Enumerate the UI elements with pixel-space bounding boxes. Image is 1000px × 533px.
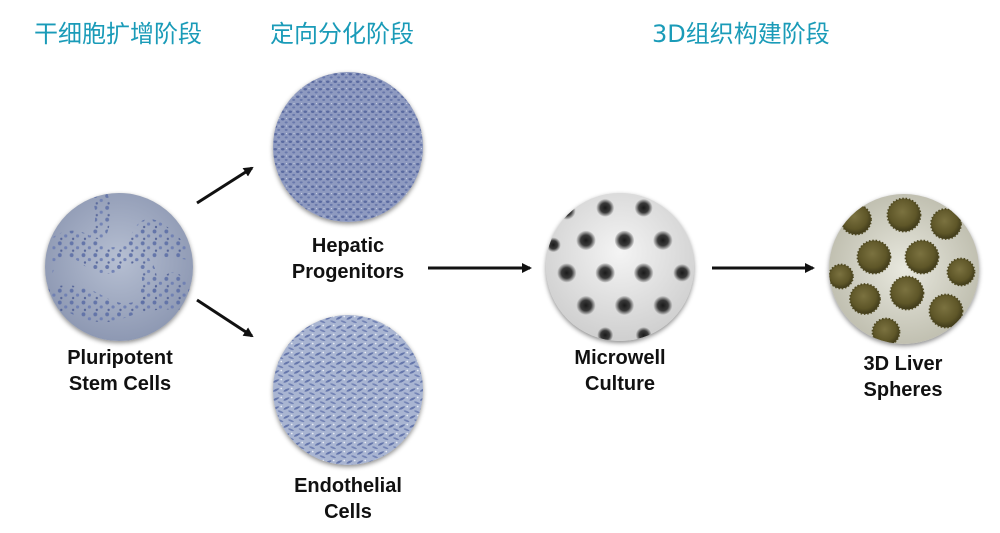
label-hepatic-progenitors: Hepatic Progenitors <box>248 233 448 285</box>
arrow-psc-to-endo <box>196 298 254 338</box>
psc-micrograph <box>45 193 193 341</box>
label-micro-line1: Microwell <box>574 347 666 369</box>
label-psc-line1: Pluripotent <box>67 347 173 369</box>
stage-title-construction: 3D组织构建阶段 <box>652 20 830 48</box>
endo-micrograph <box>273 315 423 465</box>
hepatic-progenitors-image <box>273 72 423 222</box>
label-psc-line2: Stem Cells <box>68 373 172 395</box>
label-micro-line2: Culture <box>585 373 655 395</box>
label-endo-line1: Endothelial <box>294 475 402 497</box>
label-hep-line2: Progenitors <box>291 261 405 283</box>
pluripotent-stem-cells-image <box>45 193 193 341</box>
label-liver-line1: 3D Liver <box>863 353 943 375</box>
label-3d-liver-spheres: 3D Liver Spheres <box>803 351 1000 403</box>
stage-title-differentiation: 定向分化阶段 <box>270 20 414 48</box>
liver-spheres-micrograph <box>829 194 979 344</box>
label-hep-line1: Hepatic <box>311 235 385 257</box>
microwell-plate <box>546 193 694 341</box>
endothelial-cells-image <box>273 315 423 465</box>
label-liver-line2: Spheres <box>863 379 943 401</box>
stage-title-expansion: 干细胞扩增阶段 <box>34 20 202 48</box>
liver-spheres-image <box>829 194 979 344</box>
microwell-culture-image <box>546 193 694 341</box>
label-pluripotent-stem-cells: Pluripotent Stem Cells <box>20 345 220 397</box>
label-endothelial-cells: Endothelial Cells <box>248 473 448 525</box>
label-endo-line2: Cells <box>324 501 372 523</box>
arrow-psc-to-hep <box>196 166 254 205</box>
hep-micrograph <box>273 72 423 222</box>
label-microwell-culture: Microwell Culture <box>520 345 720 397</box>
